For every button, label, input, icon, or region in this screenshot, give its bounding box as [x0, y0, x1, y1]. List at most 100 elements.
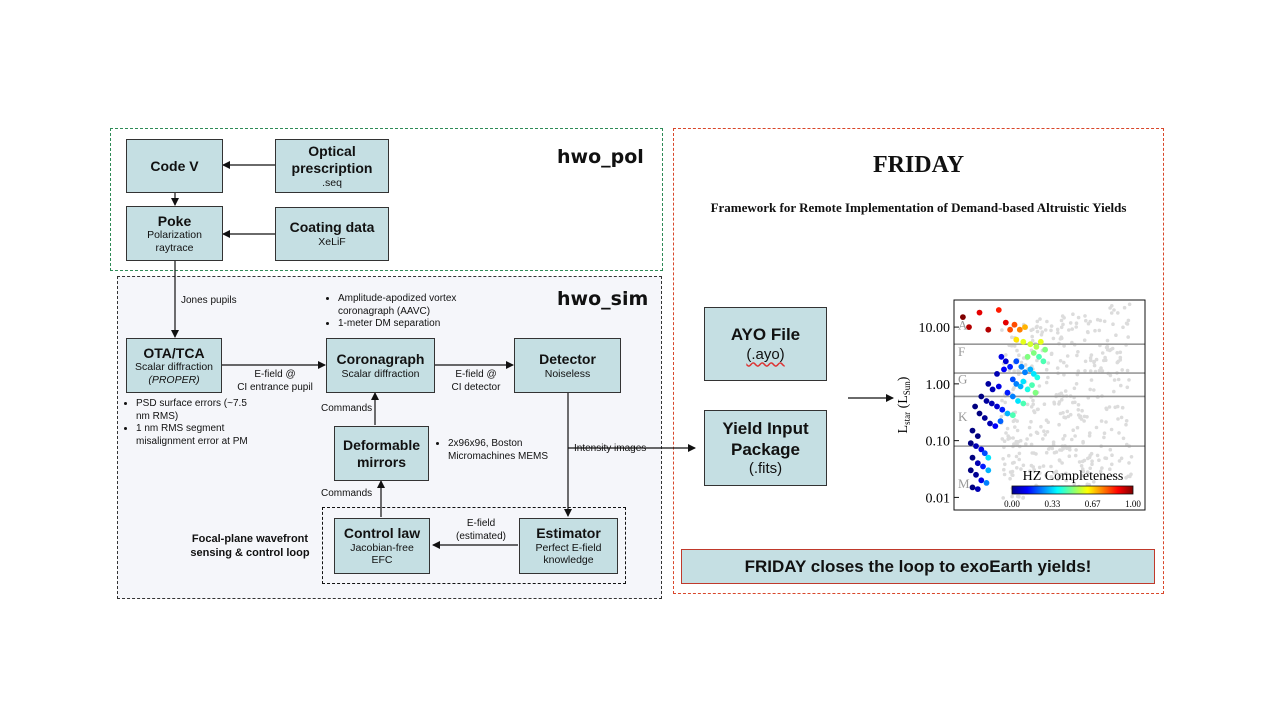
- background-point: [1103, 476, 1108, 480]
- data-point: [978, 446, 985, 453]
- background-point: [1100, 466, 1104, 470]
- background-point: [1121, 436, 1126, 441]
- background-point: [1064, 364, 1069, 368]
- ayo-file-box: AYO File (.ayo): [704, 307, 827, 381]
- background-point: [1045, 430, 1050, 434]
- commands-bottom-label: Commands: [321, 488, 373, 499]
- loop-label: Focal-plane wavefront sensing & control …: [180, 533, 320, 561]
- data-points: [960, 307, 1048, 492]
- background-point: [1035, 329, 1040, 334]
- background-point: [1095, 453, 1100, 458]
- background-point: [1080, 408, 1084, 413]
- colorbar-tick-label: 1.00: [1125, 499, 1141, 509]
- data-point: [974, 460, 981, 467]
- background-point: [1126, 335, 1130, 339]
- data-point: [985, 326, 992, 333]
- poke-sub-1: Polarization: [147, 229, 202, 242]
- background-point: [1031, 398, 1035, 403]
- data-point: [1009, 393, 1016, 400]
- background-point: [1003, 400, 1007, 405]
- data-point: [981, 415, 988, 421]
- background-point: [1005, 426, 1010, 431]
- efield-entrance-line1: E-field @: [254, 369, 296, 380]
- background-point: [1057, 402, 1061, 406]
- background-point: [1119, 415, 1124, 420]
- efield-entrance-line2: CI entrance pupil: [237, 381, 313, 393]
- background-point: [1108, 467, 1112, 472]
- background-point: [1079, 464, 1084, 468]
- data-point: [1015, 398, 1021, 404]
- background-point: [1089, 353, 1094, 357]
- background-point: [1061, 322, 1065, 327]
- friday-title: FRIDAY: [872, 152, 965, 178]
- data-point: [987, 420, 993, 427]
- background-point: [1017, 457, 1021, 462]
- data-point: [981, 450, 988, 457]
- background-point: [1099, 419, 1104, 423]
- background-point: [1049, 324, 1054, 328]
- background-point: [1089, 451, 1094, 456]
- coronagraph-title: Coronagraph: [336, 350, 425, 367]
- background-point: [1052, 402, 1057, 406]
- background-point: [999, 414, 1004, 419]
- data-point: [980, 463, 986, 470]
- background-point: [1049, 474, 1054, 479]
- data-point: [1007, 326, 1013, 333]
- background-point: [1030, 338, 1035, 343]
- coronagraph-note: 1-meter DM separation: [338, 318, 498, 331]
- background-point: [1057, 458, 1062, 462]
- background-point: [1110, 453, 1114, 458]
- background-point: [1046, 361, 1051, 365]
- background-point: [1038, 317, 1042, 321]
- yield-title-1: Yield Input: [722, 418, 809, 438]
- background-point: [1124, 422, 1128, 427]
- background-point: [1117, 459, 1122, 463]
- data-point: [1009, 412, 1016, 419]
- yield-sub: (.fits): [748, 460, 783, 478]
- optical-title-1: Optical: [308, 142, 356, 159]
- background-point: [1093, 328, 1097, 333]
- background-point: [1082, 419, 1086, 423]
- optical-sub: .seq: [322, 176, 342, 189]
- background-point: [1012, 369, 1016, 373]
- background-point: [1083, 314, 1087, 318]
- background-point: [1011, 387, 1015, 392]
- background-point: [1092, 388, 1096, 392]
- background-point: [1126, 474, 1130, 479]
- data-point: [1017, 383, 1024, 390]
- background-point: [1012, 344, 1017, 348]
- background-point: [1126, 318, 1131, 323]
- background-point: [1082, 414, 1087, 419]
- background-point: [1032, 409, 1036, 413]
- background-point: [1068, 321, 1073, 325]
- friday-banner: FRIDAY closes the loop to exoEarth yield…: [681, 549, 1155, 584]
- ylabel-mid: (L: [896, 395, 911, 412]
- background-point: [1072, 482, 1076, 486]
- background-point: [1028, 433, 1033, 437]
- background-point: [1118, 355, 1123, 360]
- background-point: [1076, 369, 1081, 373]
- background-point: [1092, 363, 1097, 368]
- estimator-sub-2: knowledge: [543, 554, 594, 567]
- data-point: [1029, 382, 1035, 388]
- data-point: [1022, 369, 1028, 376]
- background-point: [1057, 474, 1062, 478]
- background-point: [1088, 387, 1092, 392]
- background-point: [1083, 369, 1087, 373]
- plot-frame: [953, 299, 1146, 511]
- data-point: [1002, 319, 1009, 326]
- background-point: [1112, 378, 1117, 382]
- background-point: [1015, 494, 1020, 499]
- background-point: [1049, 352, 1054, 357]
- background-point: [1013, 425, 1017, 429]
- background-point: [1019, 467, 1023, 471]
- coronagraph-notes: Amplitude-apodized vortex coronagraph (A…: [324, 293, 498, 331]
- data-point: [966, 324, 972, 330]
- background-point: [1086, 456, 1090, 461]
- background-point: [1017, 353, 1021, 358]
- poke-box: Poke Polarization raytrace: [126, 206, 223, 261]
- background-point: [1076, 403, 1081, 407]
- background-point: [1066, 414, 1071, 419]
- data-point: [983, 398, 990, 404]
